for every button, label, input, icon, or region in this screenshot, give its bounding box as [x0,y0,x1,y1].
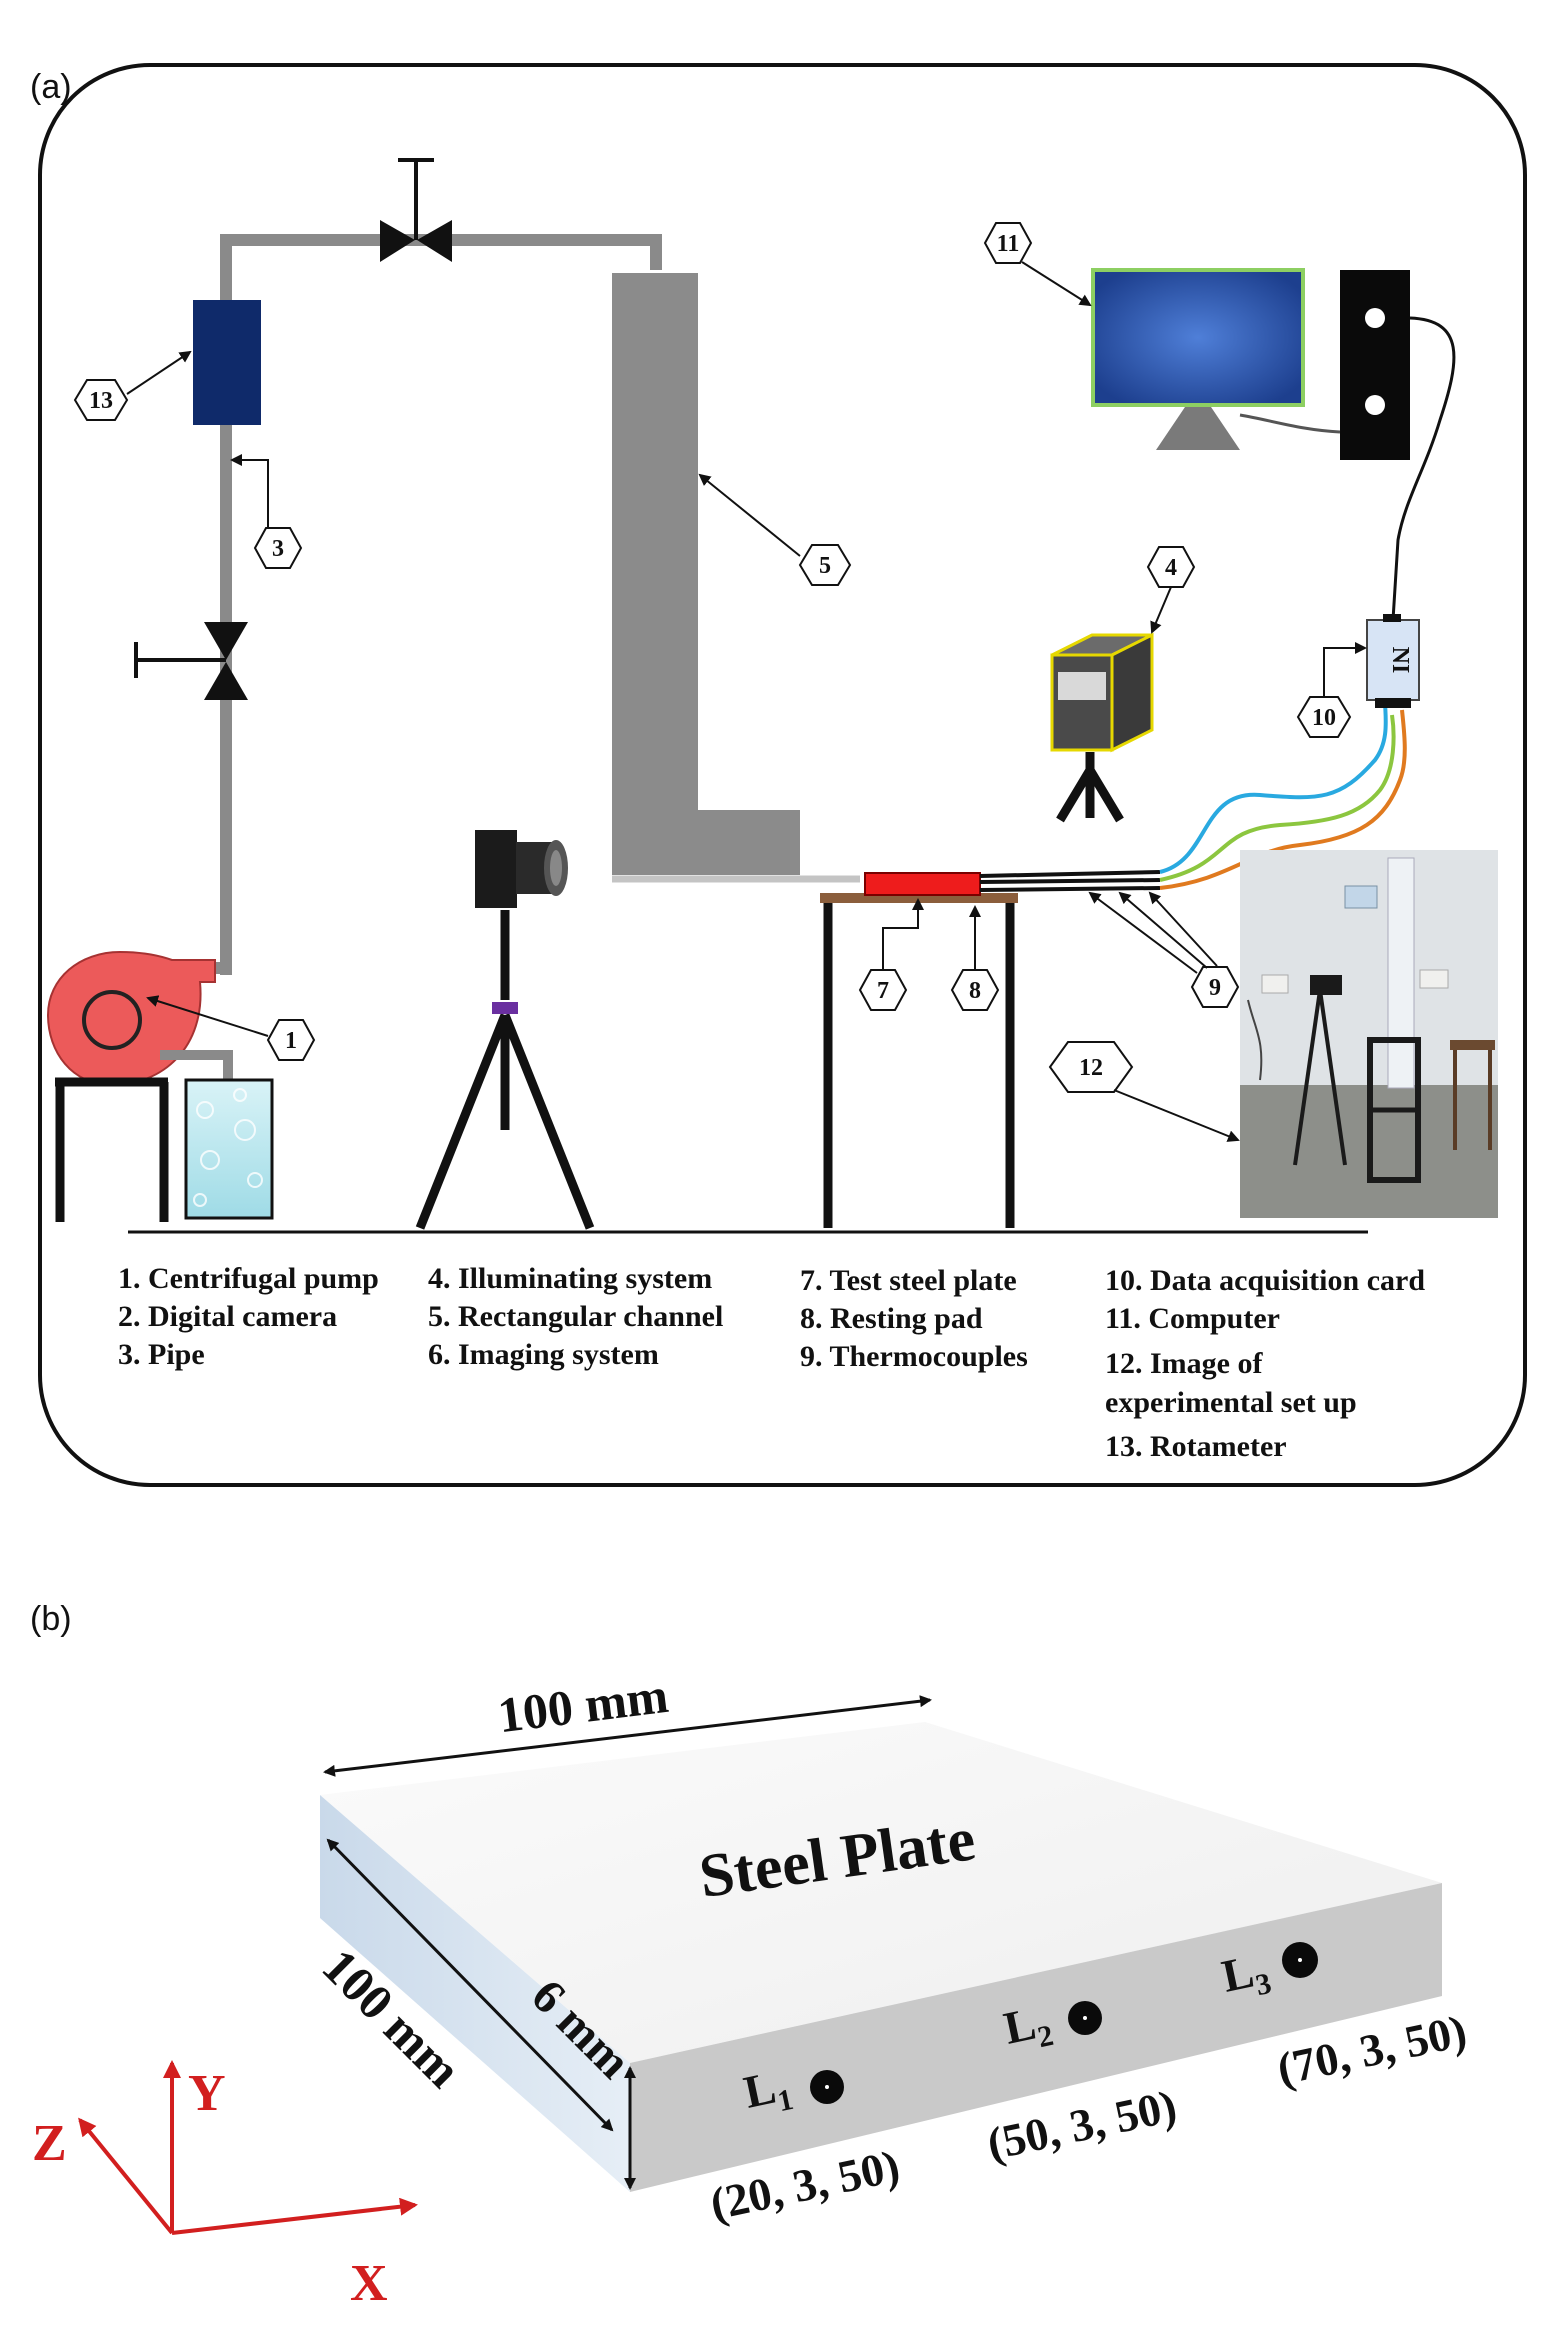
width-dimension-arrow [326,1838,614,2132]
bottom-valve-icon [134,622,248,700]
setup-photo [1240,850,1498,1218]
callout-13: 13 [73,350,192,421]
monitor-cable [1239,413,1341,434]
callout-1: 1 [146,995,316,1061]
test-table [823,903,1015,1228]
rotameter [193,300,261,425]
svg-text:1: 1 [285,1028,297,1054]
svg-text:1. Centrifugal pump: 1. Centrifugal pump [118,1262,379,1295]
svg-text:8: 8 [969,978,981,1004]
legend-col-2: 4. Illuminating system 5. Rectangular ch… [428,1262,723,1371]
svg-text:6. Imaging system: 6. Imaging system [428,1338,659,1371]
svg-text:12. Image of: 12. Image of [1105,1347,1263,1380]
camera-tripod [415,910,595,1230]
svg-text:11. Computer: 11. Computer [1105,1302,1280,1335]
illuminating-system [1050,632,1154,753]
thermocouple-wires [979,870,1161,892]
centrifugal-pump [46,950,216,1087]
panel-b-label: (b) [30,1600,72,1638]
callout-3: 3 [230,454,303,569]
legend-col-4: 10. Data acquisition card 11. Computer 1… [1105,1264,1425,1463]
svg-text:8. Resting pad: 8. Resting pad [800,1302,983,1335]
daq-label: NI [1387,647,1413,674]
test-steel-plate [864,872,981,896]
svg-text:10: 10 [1312,705,1336,731]
svg-text:7. Test steel plate: 7. Test steel plate [800,1264,1017,1297]
svg-text:10. Data acquisition card: 10. Data acquisition card [1105,1264,1425,1297]
svg-text:5. Rectangular channel: 5. Rectangular channel [428,1300,723,1333]
x-axis-label: X [350,2255,388,2312]
plate-front-face [630,1883,1442,2192]
svg-text:4. Illuminating system: 4. Illuminating system [428,1262,712,1295]
computer-tower [1340,270,1410,460]
daq-card: NI [1366,614,1420,708]
svg-text:11: 11 [997,231,1020,257]
svg-text:13. Rotameter: 13. Rotameter [1105,1430,1287,1463]
svg-text:2. Digital camera: 2. Digital camera [118,1300,337,1333]
z-axis-label: Z [32,2115,67,2172]
svg-text:5: 5 [819,553,831,579]
callout-9: 9 [1088,891,1240,1008]
svg-text:9. Thermocouples: 9. Thermocouples [800,1340,1028,1373]
svg-text:3. Pipe: 3. Pipe [118,1338,205,1371]
panel-a-frame [38,63,1527,1487]
svg-text:7: 7 [877,978,889,1004]
svg-text:13: 13 [89,388,113,414]
callout-12: 12 [1048,1041,1240,1142]
daq-cable [1391,316,1456,621]
length-label: 100 mm [495,1667,671,1743]
svg-text:12: 12 [1079,1055,1103,1081]
y-axis-label: Y [188,2065,226,2122]
pump-stand [55,1077,169,1222]
callout-4: 4 [1146,546,1196,634]
top-valve-icon [380,158,452,262]
x-axis-arrow [171,2197,418,2235]
z-axis-arrow [78,2117,174,2235]
svg-text:3: 3 [272,536,284,562]
callout-10: 10 [1296,642,1367,738]
svg-text:experimental set up: experimental set up [1105,1386,1357,1419]
water-tank [184,1078,274,1220]
svg-text:4: 4 [1165,555,1177,581]
legend-col-3: 7. Test steel plate 8. Resting pad 9. Th… [800,1264,1028,1373]
callout-11: 11 [983,222,1092,307]
length-dimension-arrow [323,1695,932,1777]
legend-col-1: 1. Centrifugal pump 2. Digital camera 3.… [118,1262,379,1371]
panel-a-label: (a) [30,68,72,106]
svg-text:9: 9 [1209,975,1221,1001]
callout-7: 7 [858,898,924,1011]
callout-5: 5 [698,473,852,586]
coordinate-axes [78,2060,418,2235]
computer-monitor [1091,268,1305,450]
digital-camera [475,830,568,908]
pipe-network [200,234,662,975]
light-tripod [1056,752,1124,823]
callout-8: 8 [950,905,1000,1011]
tank-bubbles [193,1088,263,1207]
tripod-clamp [492,1002,518,1014]
thermocouple-cables [1159,699,1407,890]
rectangular-channel [612,273,800,875]
